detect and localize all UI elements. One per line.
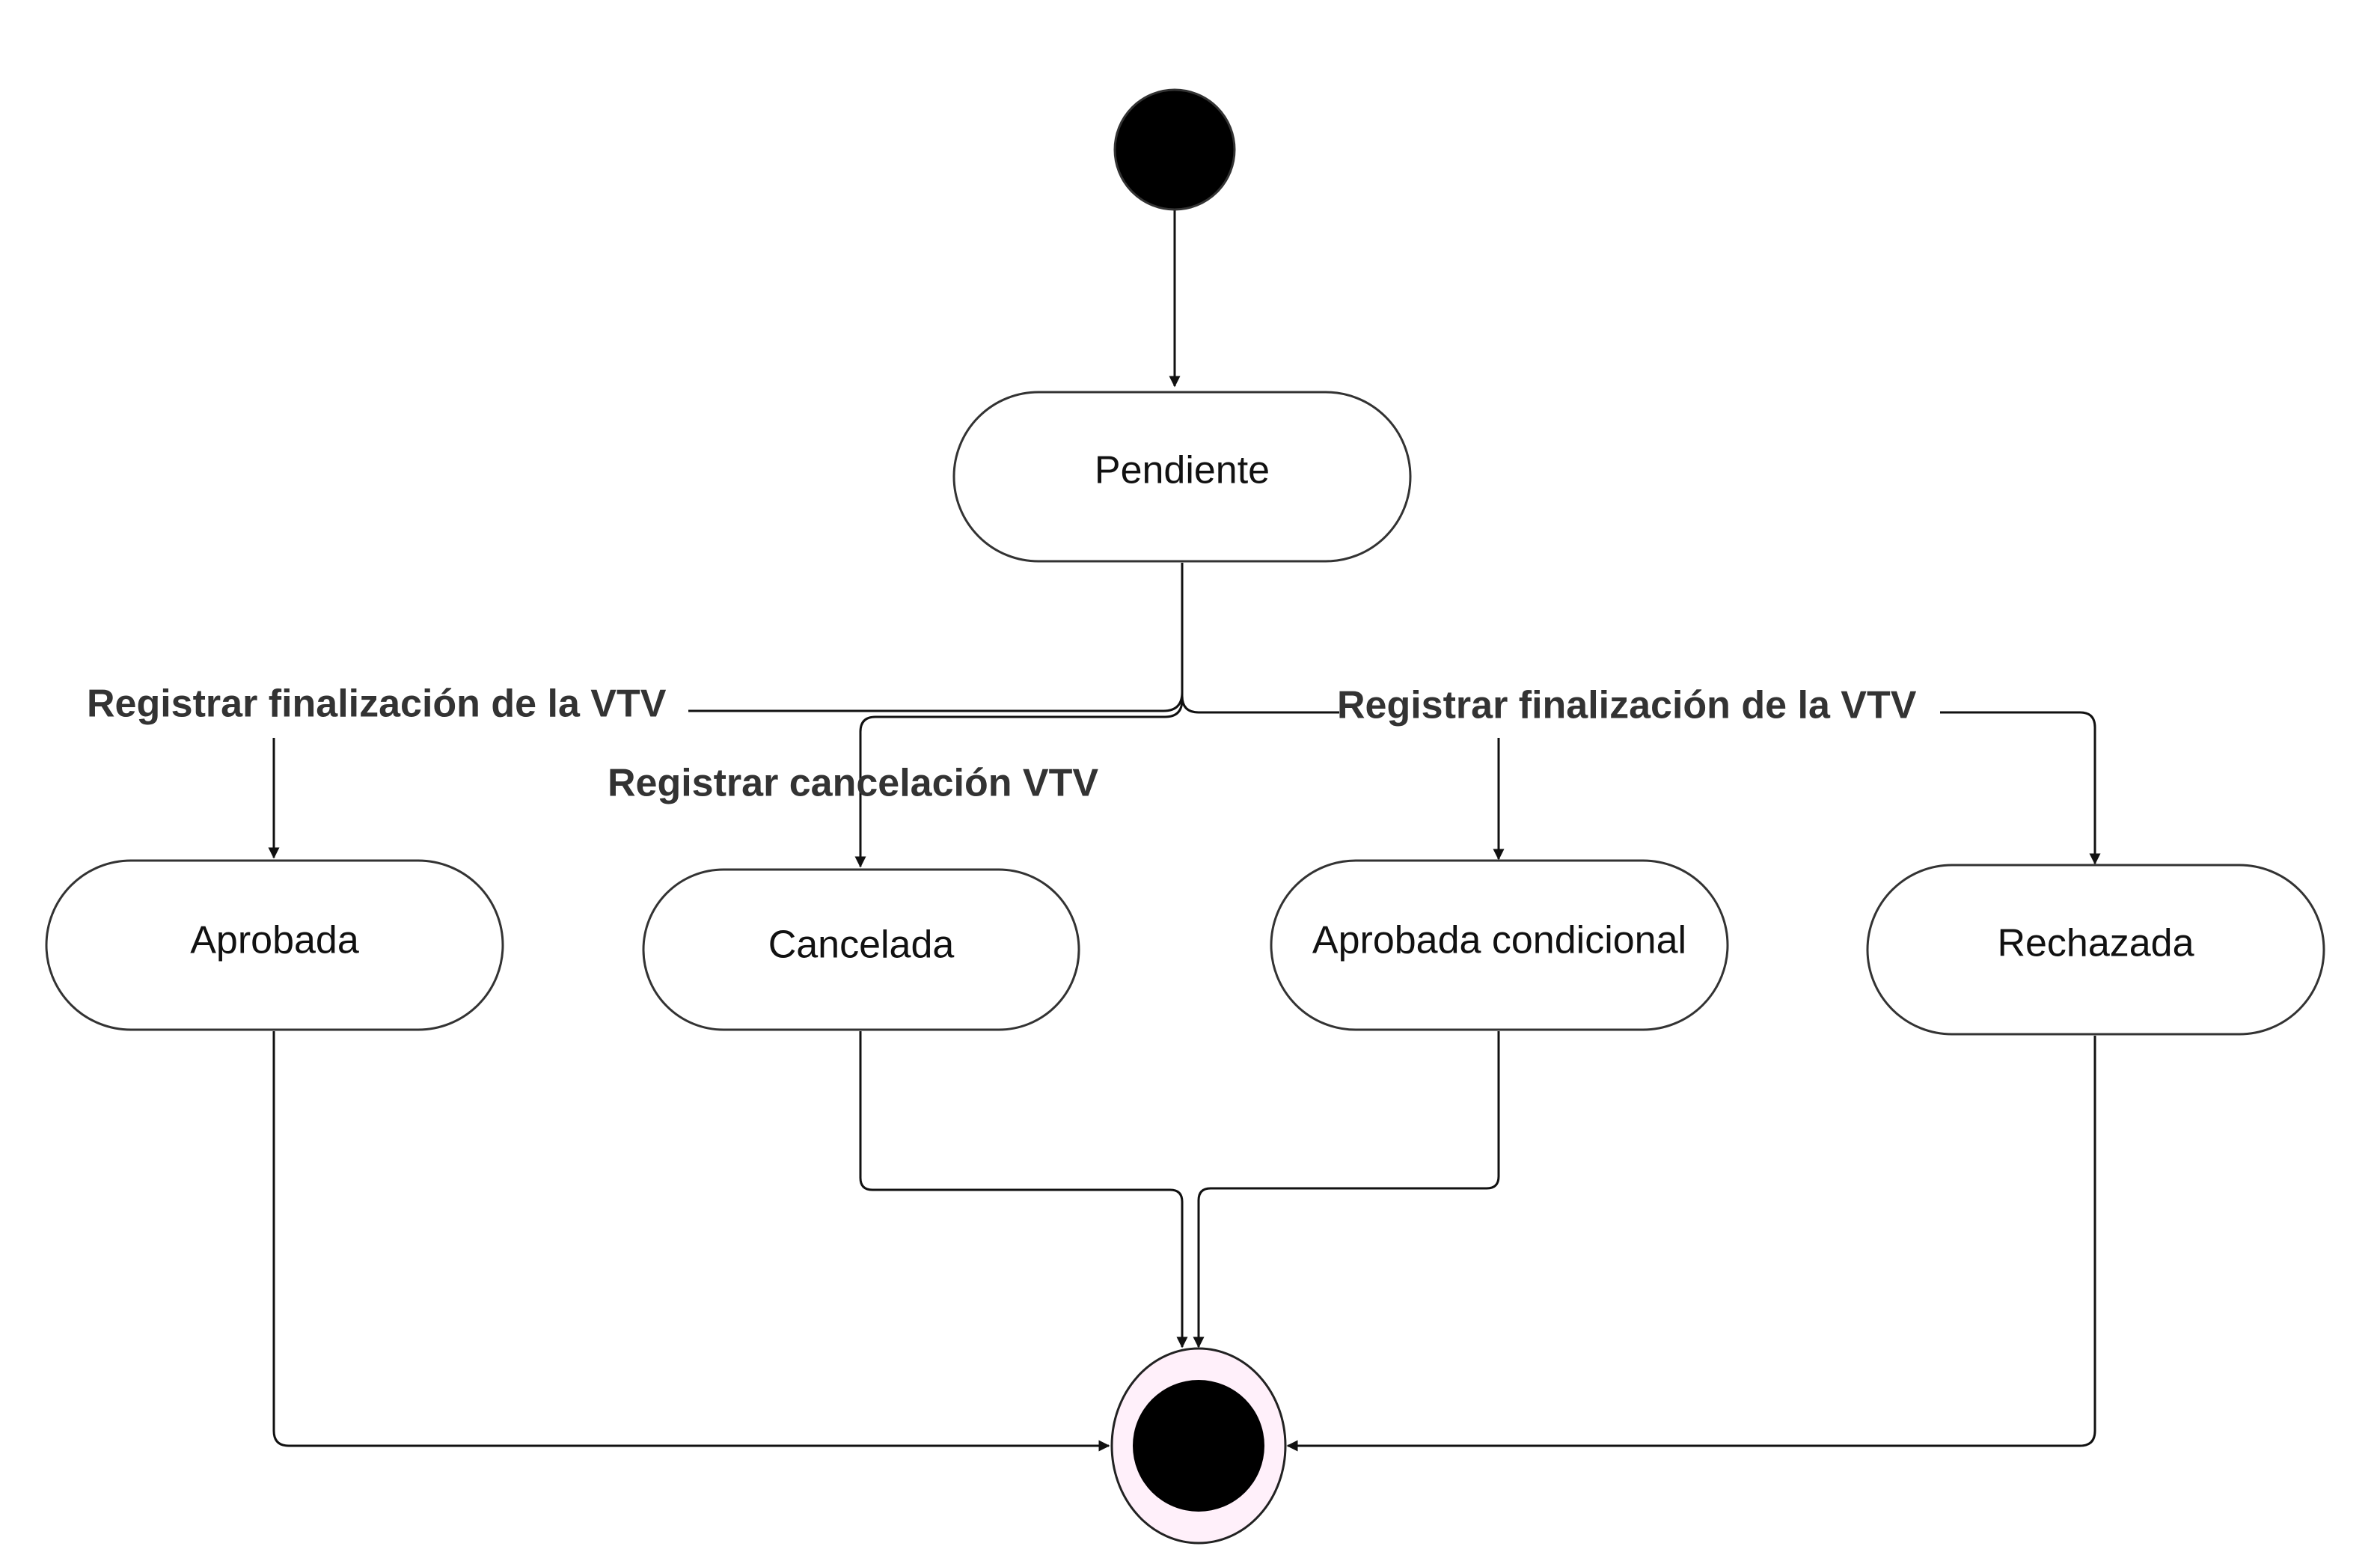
transition-label-cancelada: Registrar cancelación VTV (608, 762, 1098, 805)
edge-pendiente-to-aprobada (688, 563, 1184, 712)
state-pendiente: Pendiente (952, 391, 1412, 563)
edge-pendiente-to-right (1181, 569, 1339, 714)
state-rechazada: Rechazada (1866, 864, 2325, 1036)
edge-condicional-to-final (1193, 1031, 1500, 1348)
state-aprobada-condicional-label: Aprobada condicional (1312, 919, 1686, 962)
transition-label-aprobada: Registrar finalización de la VTV (87, 682, 667, 726)
initial-node (1113, 88, 1236, 211)
edge-pendiente-to-cancelada (854, 569, 1184, 868)
state-rechazada-label: Rechazada (1997, 922, 2194, 965)
final-node (1110, 1347, 1287, 1545)
edge-rechazada-to-final (1286, 1036, 2096, 1452)
transition-label-condicional-rechazada: Registrar finalización de la VTV (1337, 684, 1917, 727)
state-cancelada: Cancelada (642, 868, 1080, 1031)
transitions (268, 210, 2101, 1452)
state-aprobada: Aprobada (45, 859, 504, 1031)
state-cancelada-label: Cancelada (768, 923, 955, 967)
edge-to-rechazada (1940, 711, 2101, 865)
state-pendiente-label: Pendiente (1095, 449, 1270, 492)
state-aprobada-condicional: Aprobada condicional (1270, 859, 1729, 1031)
edge-aprobada-to-final (272, 1031, 1110, 1452)
edge-cancelada-to-final (859, 1031, 1188, 1348)
state-aprobada-label: Aprobada (190, 919, 359, 962)
